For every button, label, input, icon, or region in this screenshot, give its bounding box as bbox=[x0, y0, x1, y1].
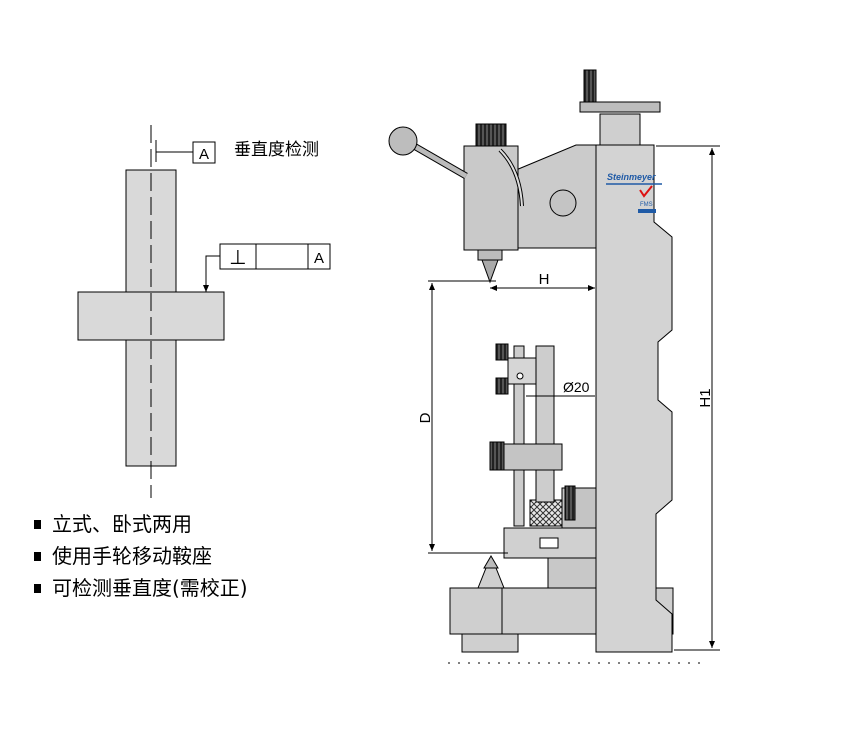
dim-h: H bbox=[539, 271, 550, 288]
tolerance-frame bbox=[219, 243, 331, 270]
lower-center bbox=[477, 567, 505, 589]
dim-d: D bbox=[417, 412, 434, 423]
brand-logo: Steinmeyer bbox=[607, 172, 656, 182]
perpendicular-symbol: ⊥ bbox=[229, 247, 246, 269]
lever-knob bbox=[388, 126, 418, 156]
datum-letter-top: A bbox=[199, 146, 209, 163]
feature-list: 立式、卧式两用 使用手轮移动鞍座 可检测垂直度(需校正) bbox=[32, 508, 248, 604]
dim-dia: Ø20 bbox=[563, 379, 590, 395]
sub-brand: FMS bbox=[640, 202, 653, 208]
instrument-drawing: Steinmeyer FMS bbox=[388, 69, 720, 664]
datum-letter-frame: A bbox=[314, 250, 324, 267]
knurled-knob bbox=[529, 499, 565, 527]
feature-item: 可检测垂直度(需校正) bbox=[32, 572, 248, 604]
base-foot bbox=[461, 633, 519, 653]
feature-item: 立式、卧式两用 bbox=[32, 508, 248, 540]
main-column bbox=[595, 144, 673, 653]
perpendicularity-diagram: A 垂直度检测 ⊥ A bbox=[77, 125, 331, 498]
datum-box-top bbox=[192, 141, 216, 164]
perpendicularity-label: 垂直度检测 bbox=[234, 140, 319, 160]
upper-center bbox=[481, 259, 499, 284]
feature-item: 使用手轮移动鞍座 bbox=[32, 540, 248, 572]
dim-h1: H1 bbox=[697, 388, 714, 407]
